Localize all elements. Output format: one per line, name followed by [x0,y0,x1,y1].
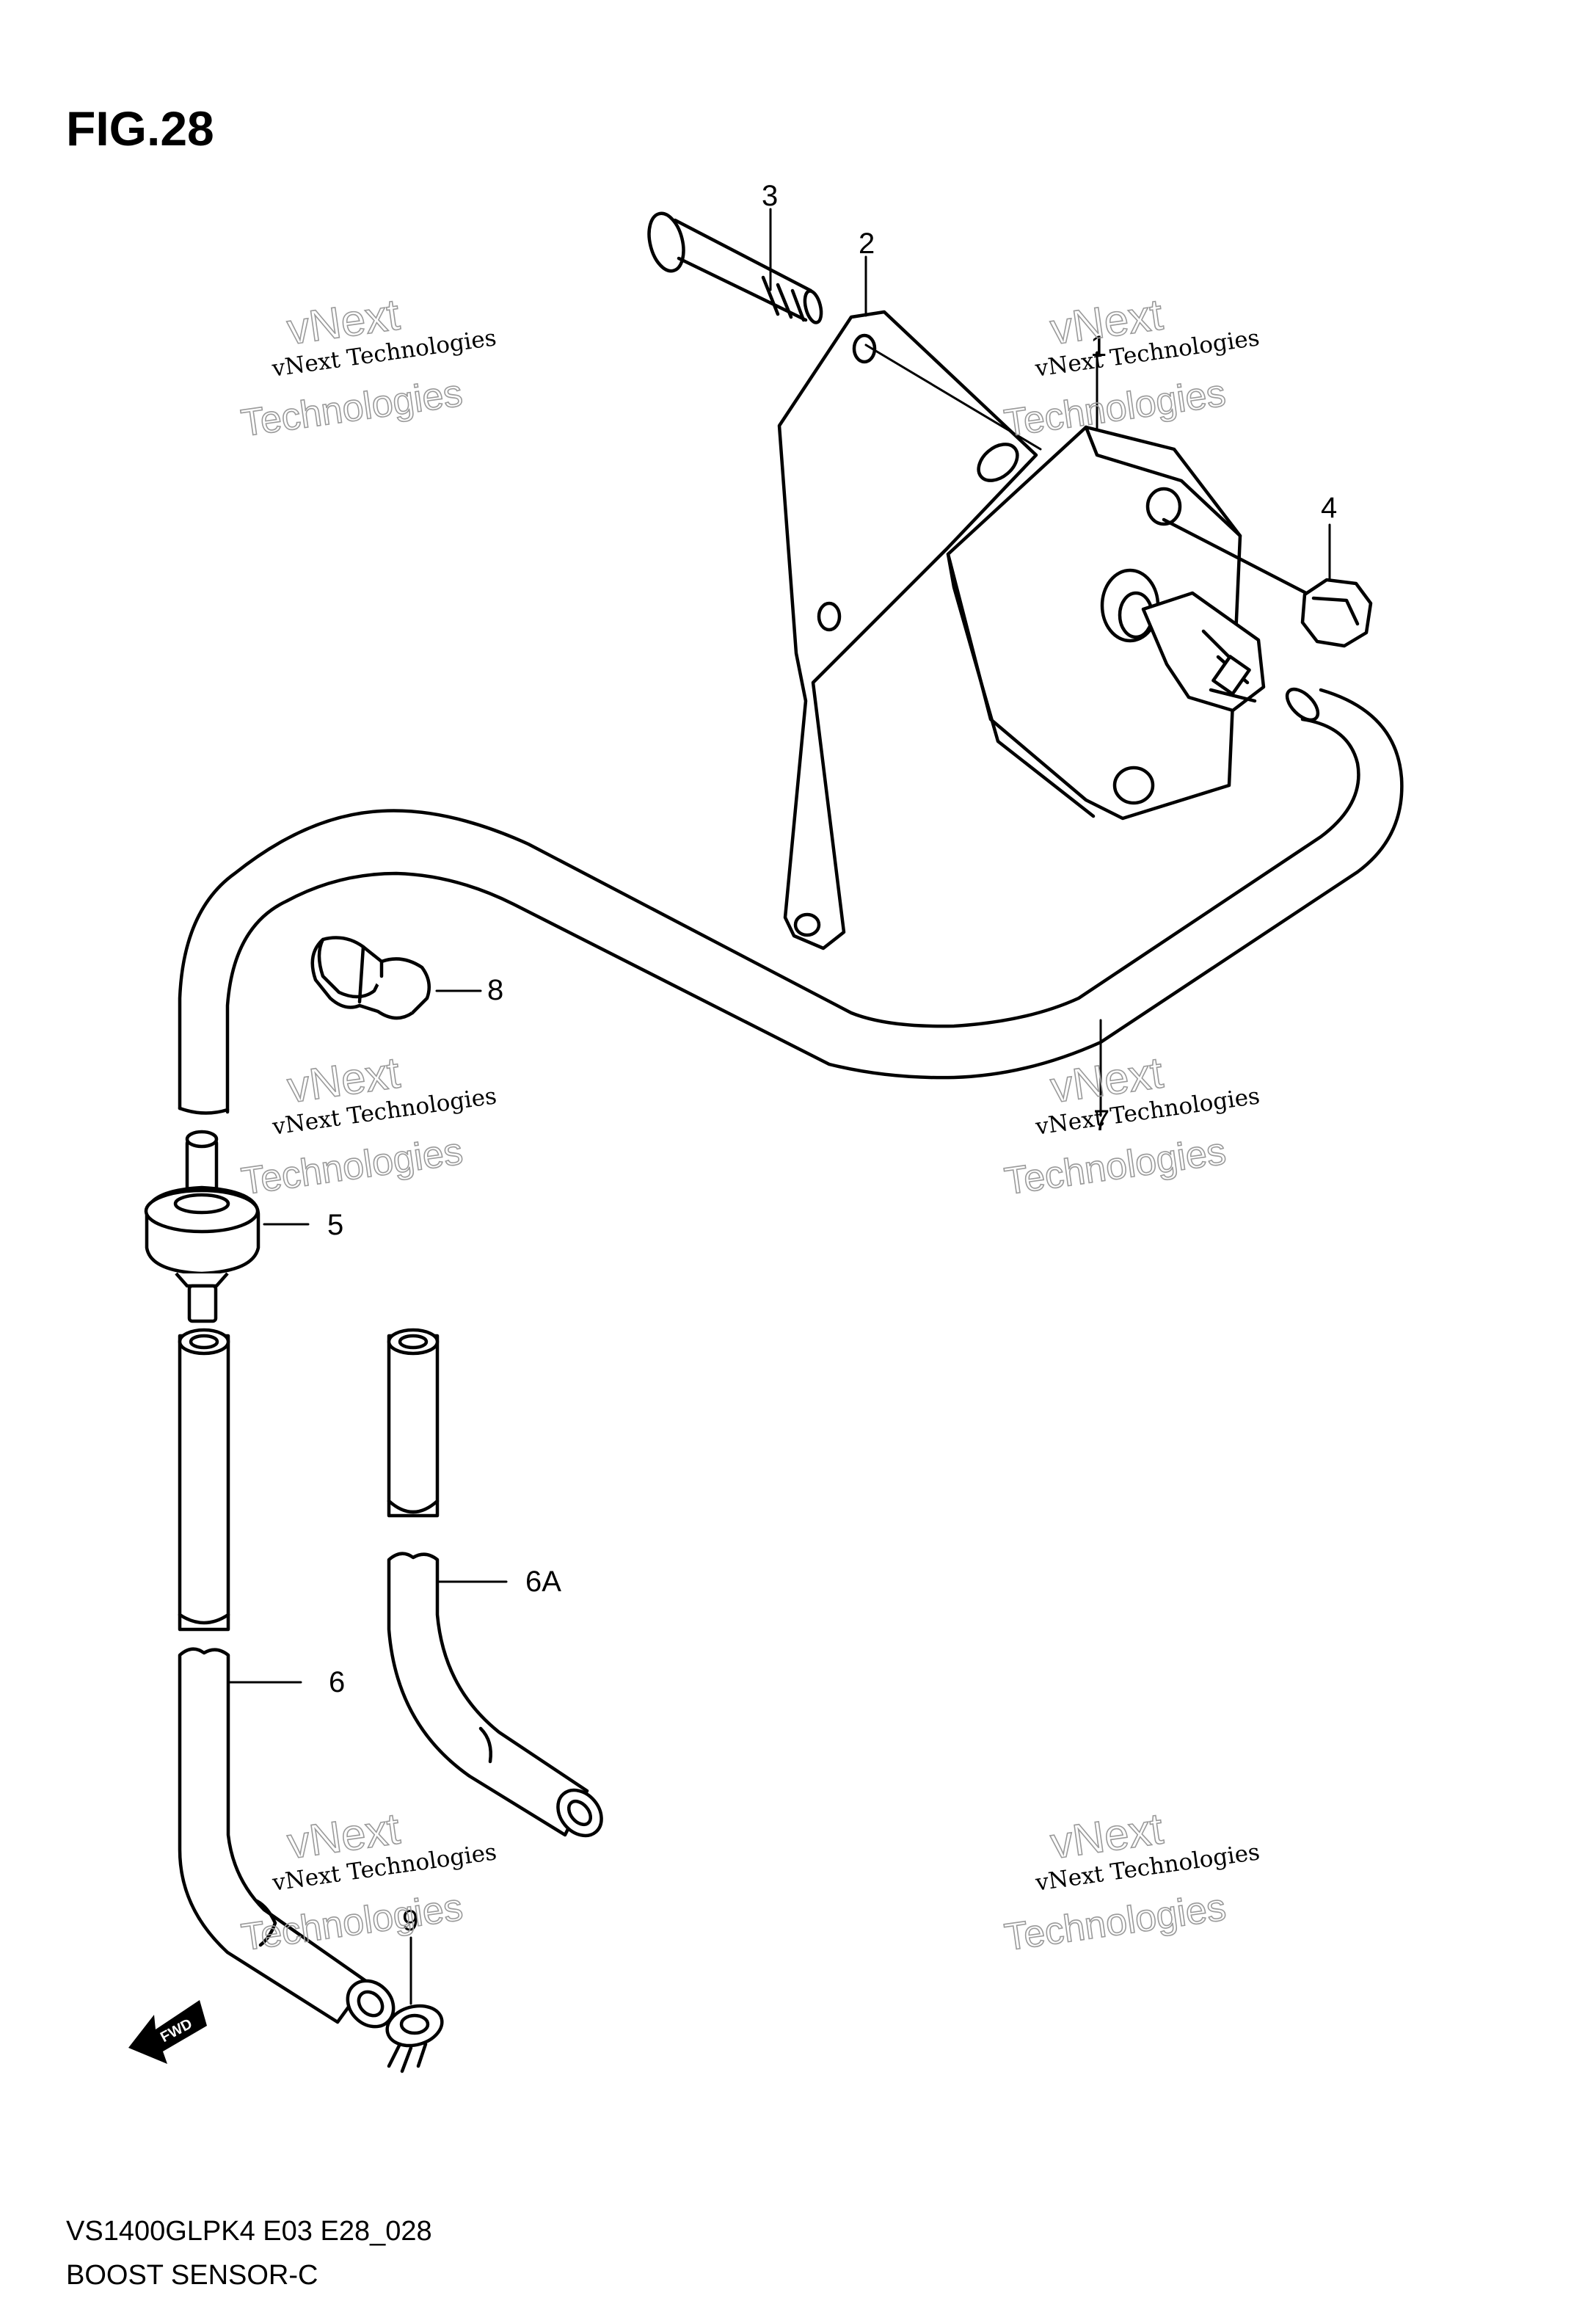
callout-3: 3 [762,180,778,212]
callout-7: 7 [1093,1105,1109,1137]
clip-part-9 [385,1936,444,2073]
bracket-part-2 [777,255,1042,950]
hose-part-6a [387,1328,603,1838]
nut-part-4 [1162,517,1373,648]
callout-8: 8 [487,974,503,1006]
callout-9: 9 [402,1905,418,1937]
model-code: VS1400GLPK4 E03 E28_028 [66,2216,432,2247]
hose-part-6 [178,1328,396,2029]
boost-sensor-part-1 [946,351,1266,821]
callout-6a: 6A [525,1566,561,1598]
filter-part-5 [144,1130,310,1323]
watermark-top-right: vNext vNext Technologies Technologies [1001,289,1261,446]
svg-text:Technologies: Technologies [239,1886,466,1960]
callout-4: 4 [1321,492,1337,524]
bolt-part-3 [647,208,823,324]
svg-text:Technologies: Technologies [238,372,465,446]
watermark-middle-left: vNext vNext Technologies Technologies [238,1047,498,1204]
callout-6: 6 [329,1666,345,1698]
callout-5: 5 [327,1209,343,1241]
figure-title: FIG.28 [66,101,214,156]
watermark-middle-right: vNext vNext Technologies Technologies [1002,1047,1261,1204]
svg-text:Technologies: Technologies [239,1130,466,1204]
svg-text:Technologies: Technologies [1002,1886,1229,1960]
callout-1: 1 [1090,330,1107,363]
forward-direction-arrow: FWD [128,2000,207,2064]
watermark-top-left: vNext vNext Technologies Technologies [238,289,498,446]
watermark-bottom-left: vNext vNext Technologies Technologies [238,1803,498,1960]
clamp-part-8 [310,936,482,1020]
callout-2: 2 [859,228,875,260]
section-name: BOOST SENSOR-C [66,2260,318,2291]
hose-part-7 [178,687,1404,1117]
watermark-bottom-right: vNext vNext Technologies Technologies [1002,1803,1261,1960]
svg-text:Technologies: Technologies [1002,1130,1229,1204]
